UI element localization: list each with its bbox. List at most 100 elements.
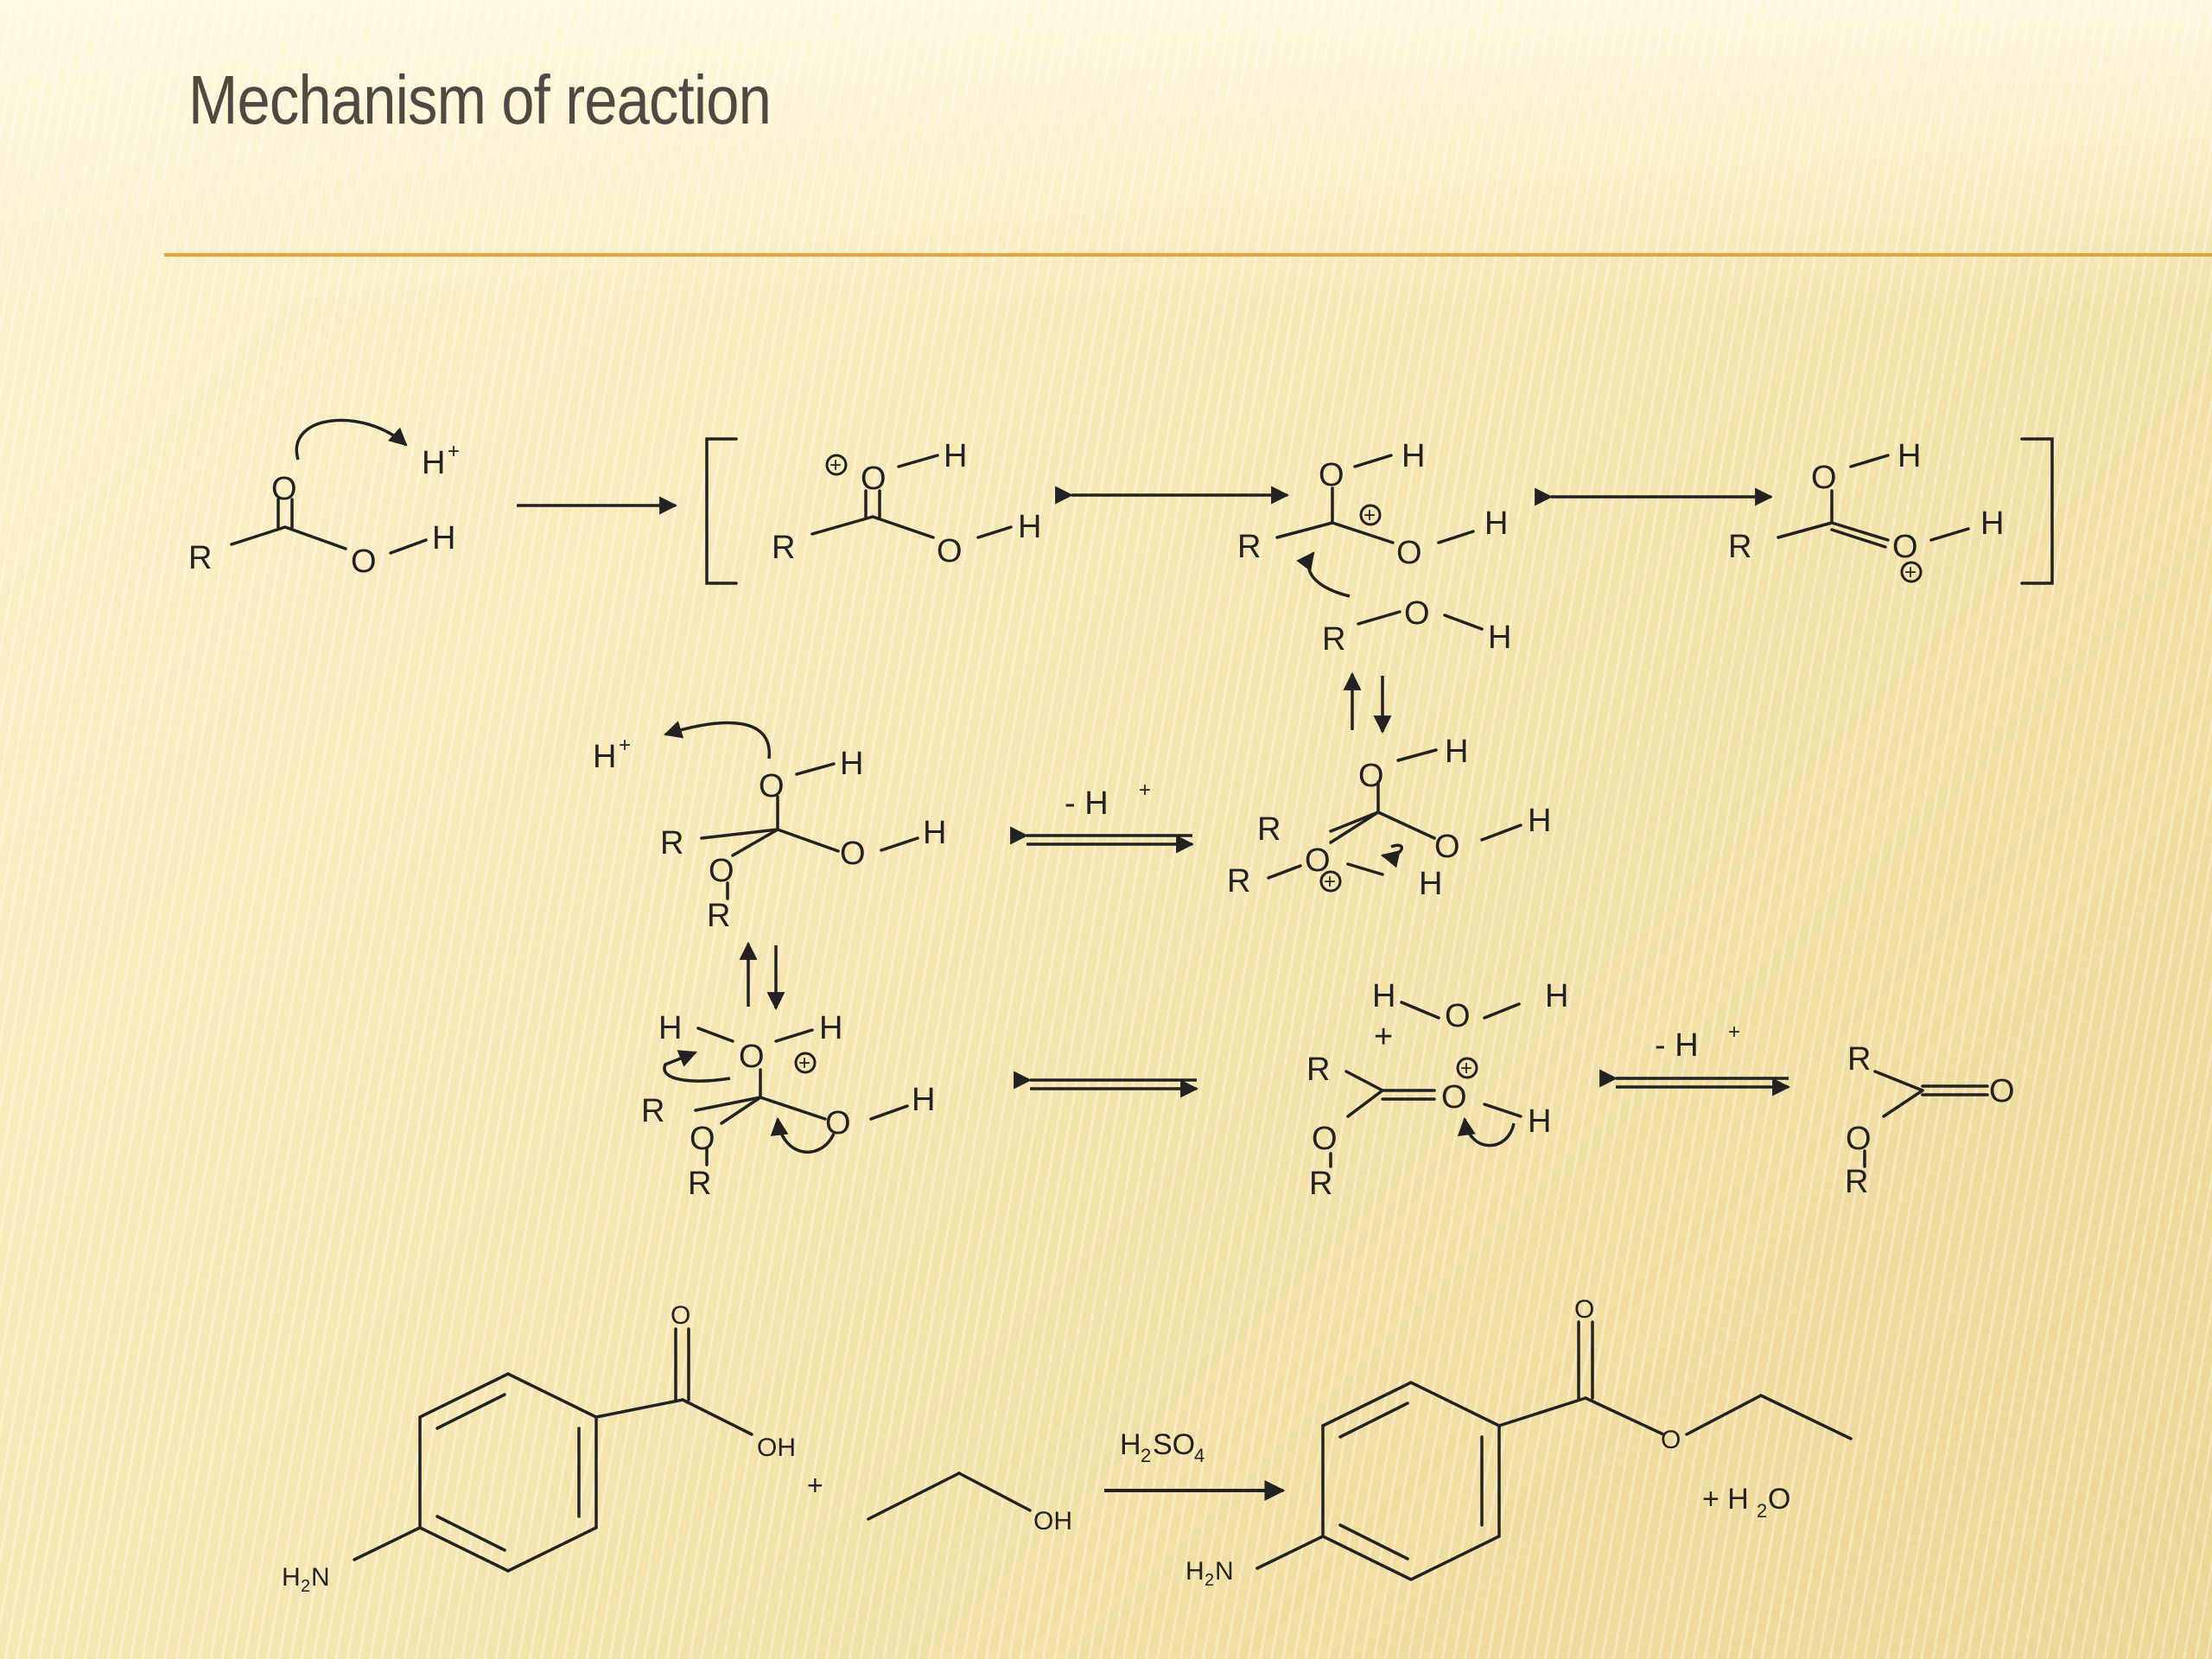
atom-label: O	[1358, 758, 1384, 794]
atom-label: H	[1419, 866, 1442, 902]
equilibrium-minus-proton-2: - H +	[1599, 1020, 1791, 1096]
atom-label: R	[1309, 1166, 1332, 1202]
atom-label: H	[1445, 734, 1468, 770]
atom-label: O	[1434, 829, 1460, 865]
atom-label: H	[658, 1010, 682, 1046]
atom-label: N	[1215, 1557, 1234, 1586]
atom-label: O	[1312, 1121, 1338, 1157]
charge-label: +	[1139, 779, 1151, 802]
byproduct-label: 2	[1757, 1500, 1767, 1522]
reagent-label: - H	[1065, 785, 1109, 822]
atom-label: O	[861, 461, 887, 497]
atom-label: 2	[1205, 1571, 1214, 1590]
atom-label: H	[1528, 1103, 1551, 1140]
svg-text:+: +	[798, 1052, 810, 1075]
atom-label: H	[944, 438, 967, 474]
atom-label: H	[1488, 620, 1511, 656]
atom-label: R	[772, 530, 795, 566]
byproduct-label: + H	[1702, 1483, 1749, 1516]
atom-label: R	[188, 540, 212, 576]
atom-label: H	[1372, 978, 1395, 1014]
atom-label: R	[707, 898, 730, 934]
proton-label: H	[422, 445, 445, 481]
electron-arrow	[1457, 1116, 1516, 1147]
svg-text:+: +	[830, 454, 842, 477]
protonated-acid-3: + R O H O H	[1728, 438, 2004, 584]
benzocaine-product: O O H 2 N	[1185, 1295, 1853, 1590]
atom-label: H	[1018, 509, 1041, 545]
atom-label: H	[1897, 438, 1921, 474]
equilibrium-arrow-vertical	[1343, 671, 1392, 734]
electron-arrow	[1296, 551, 1351, 598]
electron-arrow	[1380, 843, 1403, 868]
atom-label: R	[660, 825, 683, 861]
atom-label: R	[1322, 621, 1345, 658]
atom-label: O	[1404, 595, 1430, 632]
catalyst-arrow: H 2 SO 4	[1104, 1428, 1286, 1501]
water-byproduct: + H 2 O	[1702, 1483, 1790, 1522]
4-aminobenzoic-acid: O OH H 2 N	[282, 1301, 796, 1596]
atom-label: H	[1545, 978, 1568, 1014]
atom-label: O	[271, 471, 297, 507]
atom-label: O	[759, 768, 785, 804]
protonated-ester: H O H + + R O H O R	[1306, 978, 1568, 1202]
atom-label: O	[671, 1301, 690, 1330]
atom-label: O	[1846, 1121, 1872, 1157]
slide-title: Mechanism of reaction	[188, 61, 772, 138]
electron-arrow	[295, 418, 408, 461]
atom-label: R	[1845, 1164, 1868, 1200]
atom-label: H	[840, 746, 863, 782]
atom-label: R	[1306, 1052, 1330, 1088]
protonated-acid-1: + R O H O H	[772, 438, 1041, 569]
atom-label: R	[688, 1166, 711, 1202]
atom-label: O	[1989, 1073, 2015, 1109]
svg-text:+: +	[1363, 504, 1376, 527]
atom-label: O	[1441, 1079, 1467, 1116]
atom-label: O	[351, 543, 377, 580]
title-divider	[164, 253, 2212, 257]
catalyst-label: SO	[1153, 1428, 1195, 1461]
carboxylic-acid: R O O H H +	[188, 418, 460, 580]
header-glow	[0, 0, 2212, 311]
charge-label: +	[1728, 1020, 1740, 1044]
equilibrium-arrow-vertical	[739, 941, 785, 1011]
plus-sign: +	[1374, 1019, 1393, 1055]
atom-label: R	[1257, 811, 1281, 848]
charge-label: +	[619, 734, 631, 757]
electron-arrow	[770, 1116, 836, 1154]
atom-label: H	[282, 1563, 301, 1592]
tetrahedral-intermediate-neutral: H + O H R O H O R	[593, 721, 946, 934]
electron-arrow	[663, 1050, 731, 1083]
atom-label: O	[739, 1039, 765, 1075]
atom-label: O	[1811, 460, 1837, 496]
atom-label: O	[840, 836, 866, 872]
atom-label: R	[1237, 529, 1261, 565]
catalyst-label: 4	[1194, 1445, 1205, 1466]
tetrahedral-intermediate-oxonium: + H O H R O H O R	[641, 1010, 935, 1202]
atom-label: O	[1574, 1295, 1594, 1324]
charge-label: +	[448, 440, 460, 463]
atom-label: H	[912, 1082, 935, 1118]
plus-sign: +	[807, 1470, 823, 1501]
byproduct-label: O	[1768, 1483, 1790, 1516]
ethanol: OH	[867, 1471, 1072, 1535]
equilibrium-arrow-row3	[1014, 1071, 1199, 1098]
svg-text:+: +	[1460, 1057, 1472, 1080]
atom-label: O	[937, 533, 963, 569]
atom-label: O	[1892, 529, 1918, 565]
atom-label: R	[641, 1093, 664, 1129]
atom-label: H	[1528, 803, 1551, 839]
atom-label: H	[432, 520, 455, 556]
atom-label: R	[1728, 529, 1751, 565]
protonated-acid-2: + R O H O H	[1237, 438, 1508, 598]
equilibrium-minus-proton-1: - H +	[1010, 779, 1195, 854]
atom-label: R	[1227, 863, 1250, 899]
ester-product: R O O R	[1845, 1041, 2015, 1200]
atom-label: R	[1847, 1041, 1871, 1077]
atom-label: H	[1185, 1557, 1205, 1586]
alcohol: R O H	[1322, 595, 1511, 658]
svg-text:+: +	[1324, 870, 1336, 893]
electron-arrow	[663, 721, 771, 760]
atom-label: O	[1319, 457, 1344, 493]
